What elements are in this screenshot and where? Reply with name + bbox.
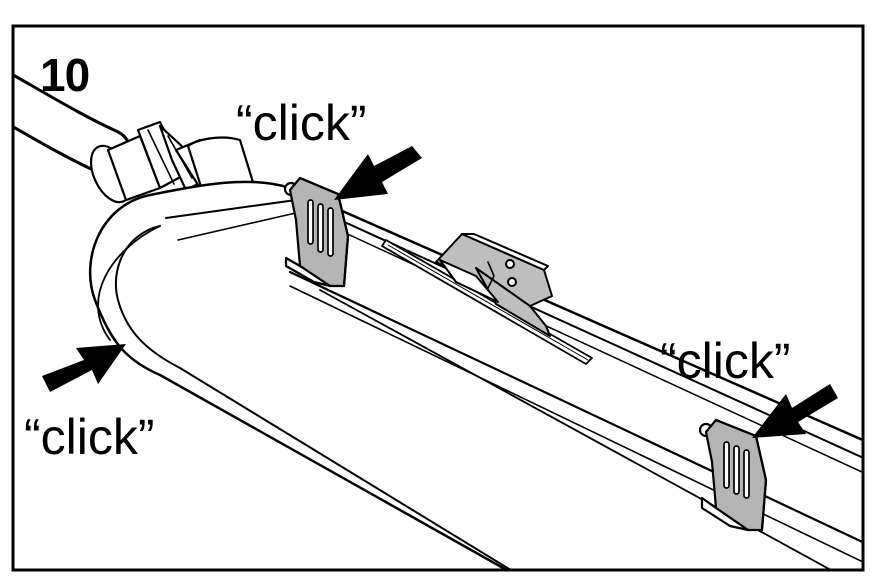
frame-border <box>11 24 865 572</box>
click-label-top: “click” <box>236 95 367 151</box>
snap-clip-upper <box>283 176 350 288</box>
press-arrow-left-icon <box>42 344 126 392</box>
press-arrow-right-icon <box>752 384 838 438</box>
click-label-right: “click” <box>660 333 791 389</box>
press-arrow-upper-icon <box>334 146 422 200</box>
mounting-bracket <box>435 233 553 337</box>
step-number: 10 <box>40 49 90 101</box>
power-cable <box>13 73 132 176</box>
click-label-left: “click” <box>24 409 155 465</box>
snap-clip-lower <box>698 418 768 532</box>
